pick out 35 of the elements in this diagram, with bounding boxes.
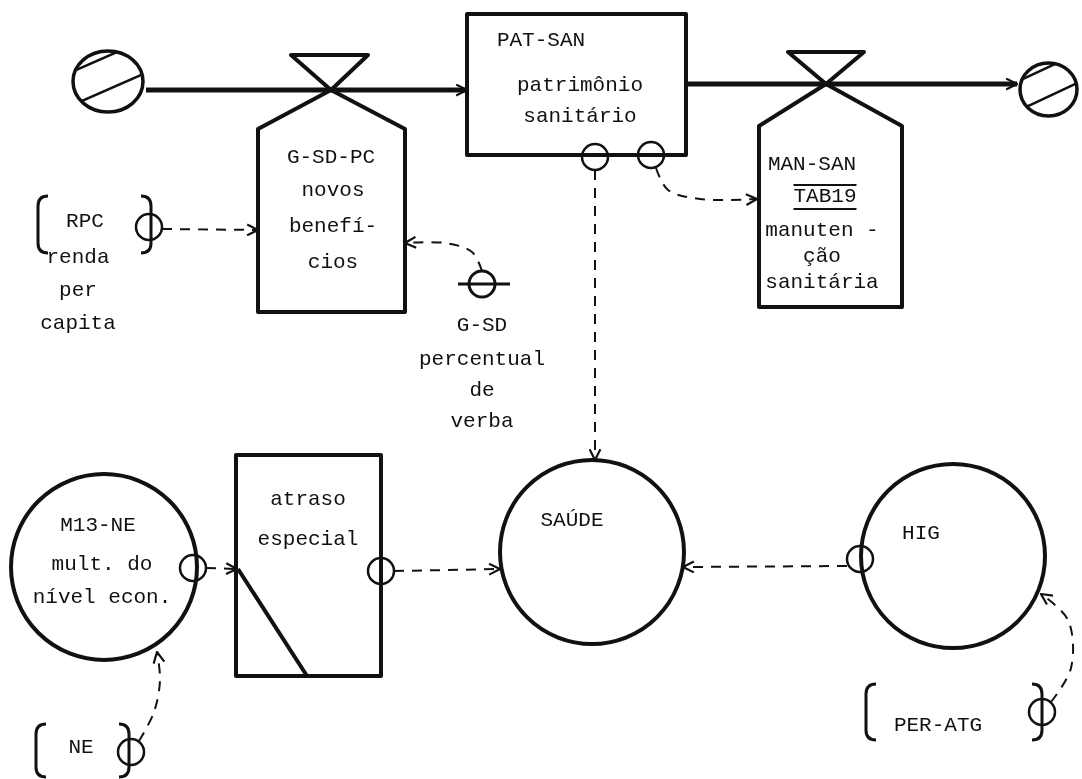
node-label: patrimônio sanitário: [517, 73, 643, 130]
node-label: mult. do nível econ.: [31, 552, 173, 611]
rate-valve-box: [757, 49, 904, 309]
auxiliary-circle: [498, 458, 686, 646]
node-label: PAT-SAN: [496, 28, 586, 54]
auxiliary-circle: [9, 472, 199, 662]
node-label: HIG: [902, 521, 940, 547]
delay-box: [234, 453, 383, 678]
information-arrow: [1039, 592, 1075, 703]
node-label: MAN-SAN: [767, 152, 857, 178]
node-label: M13-NE: [60, 513, 136, 539]
auxiliary-circle: [859, 462, 1047, 650]
source-sink-cloud: [1017, 60, 1080, 119]
node-label: PER-ATG: [893, 713, 983, 739]
node-label: renda per capita: [40, 245, 116, 337]
node-label: SAÚDE: [540, 508, 604, 534]
information-arrow: [393, 562, 502, 576]
node-label: percentual de verba: [419, 347, 545, 435]
level-box: [465, 12, 688, 157]
rate-valve-box: [256, 52, 407, 315]
information-arrow: [655, 167, 759, 207]
node-label: atraso especial: [257, 487, 359, 553]
node-label: NE: [68, 735, 94, 761]
constant-bracket: [32, 720, 133, 779]
information-arrow: [138, 650, 166, 742]
constant-bracket: [862, 680, 1046, 744]
node-label: G-SD-PC: [286, 145, 376, 171]
node-label: manuten - ção sanitária: [764, 218, 880, 296]
node-label: TAB19: [793, 184, 857, 210]
node-label: novos benefí- cios: [288, 178, 378, 276]
node-label: RPC: [66, 209, 104, 235]
node-label: G-SD: [456, 313, 508, 339]
information-arrow: [681, 560, 848, 574]
source-sink-cloud: [70, 48, 146, 115]
flow-arrow: [904, 77, 1019, 91]
